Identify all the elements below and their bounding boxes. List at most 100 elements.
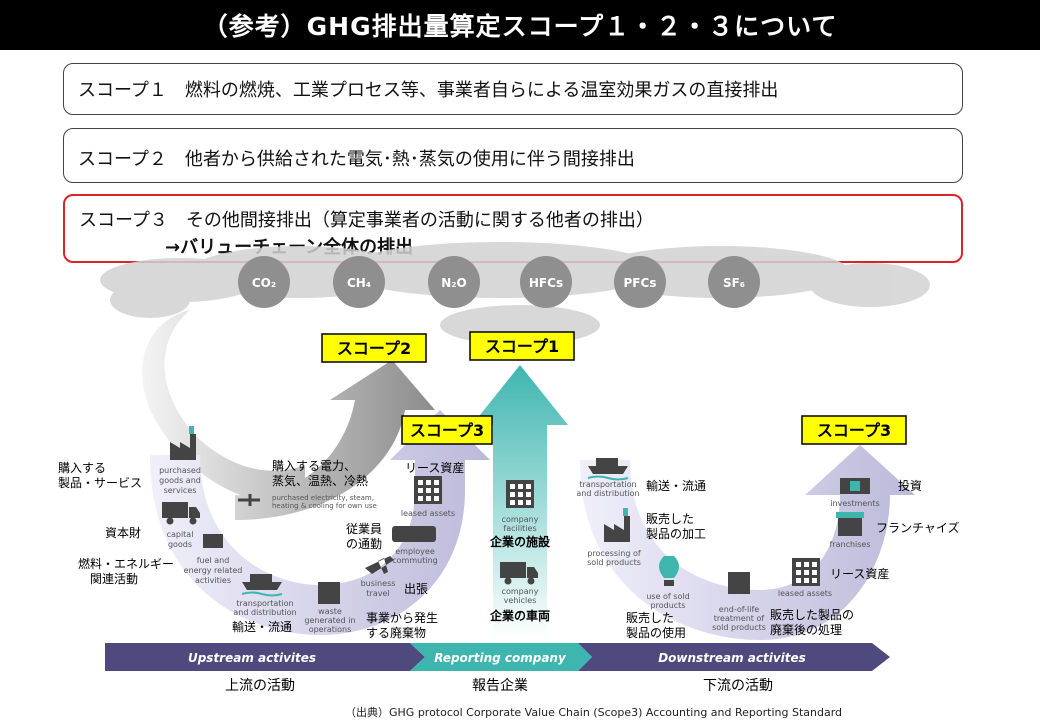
building-icon	[414, 476, 442, 504]
svg-text:資本財: 資本財	[105, 525, 141, 540]
svg-text:goods and: goods and	[159, 476, 201, 485]
svg-text:製品・サービス: 製品・サービス	[58, 476, 142, 490]
upstream-transport-item: transportation and distribution 輸送・流通	[232, 573, 297, 634]
svg-text:employee: employee	[395, 547, 435, 556]
svg-text:スコープ1: スコープ1	[485, 337, 559, 356]
svg-text:company: company	[502, 587, 539, 596]
gas-pfcs: PFCs	[614, 256, 666, 308]
svg-text:スコープ3: スコープ3	[817, 421, 891, 440]
svg-text:Downstream activites: Downstream activites	[658, 651, 806, 665]
svg-text:フランチャイズ: フランチャイズ	[876, 520, 960, 535]
company-facilities-item: company facilities 企業の施設	[489, 480, 551, 549]
scope1-description: スコープ１ 燃料の燃焼、工業プロセス等、事業者自らによる温室効果ガスの直接排出	[78, 80, 779, 101]
svg-text:Reporting company: Reporting company	[434, 651, 567, 665]
business-travel-item: business travel 出張	[361, 556, 428, 598]
company-vehicles-item: company vehicles 企業の車両	[489, 562, 550, 623]
svg-text:sold products: sold products	[587, 558, 641, 567]
building-icon	[792, 558, 820, 586]
svg-text:vehicles: vehicles	[504, 596, 537, 605]
gas-label: CH₄	[347, 276, 371, 290]
purchased-electricity-item: 購入する電力、 蒸気、温熱、冷熱 purchased electricity, …	[238, 459, 377, 510]
svg-text:関連活動: 関連活動	[90, 572, 138, 586]
svg-text:leased assets: leased assets	[778, 589, 832, 598]
gas-label: CO₂	[252, 276, 276, 290]
svg-text:リース資産: リース資産	[405, 460, 464, 475]
svg-text:investments: investments	[830, 499, 879, 508]
downstream-bar	[578, 643, 890, 671]
svg-text:輸送・流通: 輸送・流通	[646, 478, 706, 493]
reporting-label: 報告企業	[472, 677, 528, 694]
svg-text:販売した: 販売した	[646, 511, 694, 526]
svg-text:commuting: commuting	[392, 556, 437, 565]
upstream-bar	[105, 643, 425, 671]
facility-building-icon	[506, 480, 534, 508]
svg-text:processing of: processing of	[587, 549, 641, 558]
svg-text:and distribution: and distribution	[233, 608, 296, 617]
use-of-products-item: use of sold products 販売した 製品の使用	[626, 556, 690, 640]
svg-text:製品の使用: 製品の使用	[626, 625, 686, 640]
gas-label: N₂O	[441, 276, 467, 290]
gas-label: HFCs	[529, 276, 563, 290]
svg-text:leased assets: leased assets	[401, 509, 455, 518]
gas-label: SF₆	[723, 276, 745, 290]
gas-co2: CO₂	[238, 256, 290, 308]
gas-sf6: SF₆	[708, 256, 760, 308]
recycle-bin-icon	[728, 572, 750, 594]
svg-text:transportation: transportation	[236, 599, 293, 608]
svg-text:franchises: franchises	[829, 540, 870, 549]
svg-text:generated in: generated in	[304, 616, 355, 625]
svg-text:の通勤: の通勤	[346, 537, 382, 551]
svg-text:transportation: transportation	[579, 480, 636, 489]
downstream-label: 下流の活動	[703, 678, 773, 694]
page-title: （参考）GHG排出量算定スコープ１・２・３について	[0, 0, 1040, 50]
plug-icon	[238, 494, 260, 506]
svg-text:activities: activities	[195, 576, 231, 585]
scope2-arrow	[142, 310, 435, 520]
fuel-energy-item: 燃料・エネルギー 関連活動 fuel and energy related ac…	[78, 534, 242, 586]
scope1-box: スコープ１ 燃料の燃焼、工業プロセス等、事業者自らによる温室効果ガスの直接排出	[63, 63, 963, 115]
upstream-label: 上流の活動	[225, 678, 295, 694]
downstream-leased-assets-item: leased assets リース資産	[778, 558, 889, 598]
svg-text:fuel and: fuel and	[197, 556, 230, 565]
svg-text:products: products	[651, 601, 686, 610]
svg-text:end-of-life: end-of-life	[719, 605, 760, 614]
svg-text:スコープ2: スコープ2	[337, 339, 411, 358]
storefront-icon	[838, 518, 862, 536]
capital-goods-item: 資本財 capital goods	[105, 502, 200, 549]
svg-text:事業から発生: 事業から発生	[366, 611, 438, 625]
svg-text:蒸気、温熱、冷熱: 蒸気、温熱、冷熱	[272, 473, 368, 488]
downstream-arrow	[580, 445, 915, 640]
svg-text:business: business	[361, 579, 396, 588]
svg-text:購入する電力、: 購入する電力、	[272, 459, 356, 473]
svg-text:goods: goods	[168, 540, 192, 549]
employee-commuting-item: employee commuting 従業員 の通勤	[346, 522, 438, 565]
franchises-item: franchises フランチャイズ	[829, 512, 960, 549]
svg-text:製品の加工: 製品の加工	[646, 527, 706, 541]
svg-text:リース資産: リース資産	[830, 566, 889, 581]
svg-text:use of sold: use of sold	[646, 592, 689, 601]
scope2-tag: スコープ2	[321, 333, 427, 363]
svg-text:sold products: sold products	[712, 623, 766, 632]
svg-text:energy related: energy related	[184, 566, 243, 575]
svg-text:スコープ3: スコープ3	[410, 421, 484, 440]
reporting-bar	[410, 643, 592, 671]
svg-text:waste: waste	[318, 607, 342, 616]
svg-text:capital: capital	[167, 530, 194, 539]
svg-text:投資: 投資	[898, 478, 922, 493]
fuel-icon	[203, 534, 223, 548]
processing-item: processing of sold products 販売した 製品の加工	[587, 508, 706, 567]
svg-text:燃料・エネルギー: 燃料・エネルギー	[78, 556, 174, 571]
waste-item: waste generated in operations 事業から発生 する廃…	[304, 582, 438, 640]
svg-text:Upstream activites: Upstream activites	[188, 651, 316, 665]
investments-item: investments 投資	[830, 478, 922, 508]
svg-text:企業の車両: 企業の車両	[489, 608, 550, 623]
bus-icon	[392, 526, 436, 542]
upstream-arrow	[150, 410, 490, 635]
svg-text:treatment of: treatment of	[714, 614, 765, 623]
end-of-life-item: end-of-life treatment of sold products 販…	[712, 572, 854, 637]
svg-text:輸送・流通: 輸送・流通	[232, 619, 292, 634]
lightbulb-icon	[659, 556, 679, 578]
svg-text:purchased: purchased	[159, 466, 201, 475]
gas-hfcs: HFCs	[520, 256, 572, 308]
